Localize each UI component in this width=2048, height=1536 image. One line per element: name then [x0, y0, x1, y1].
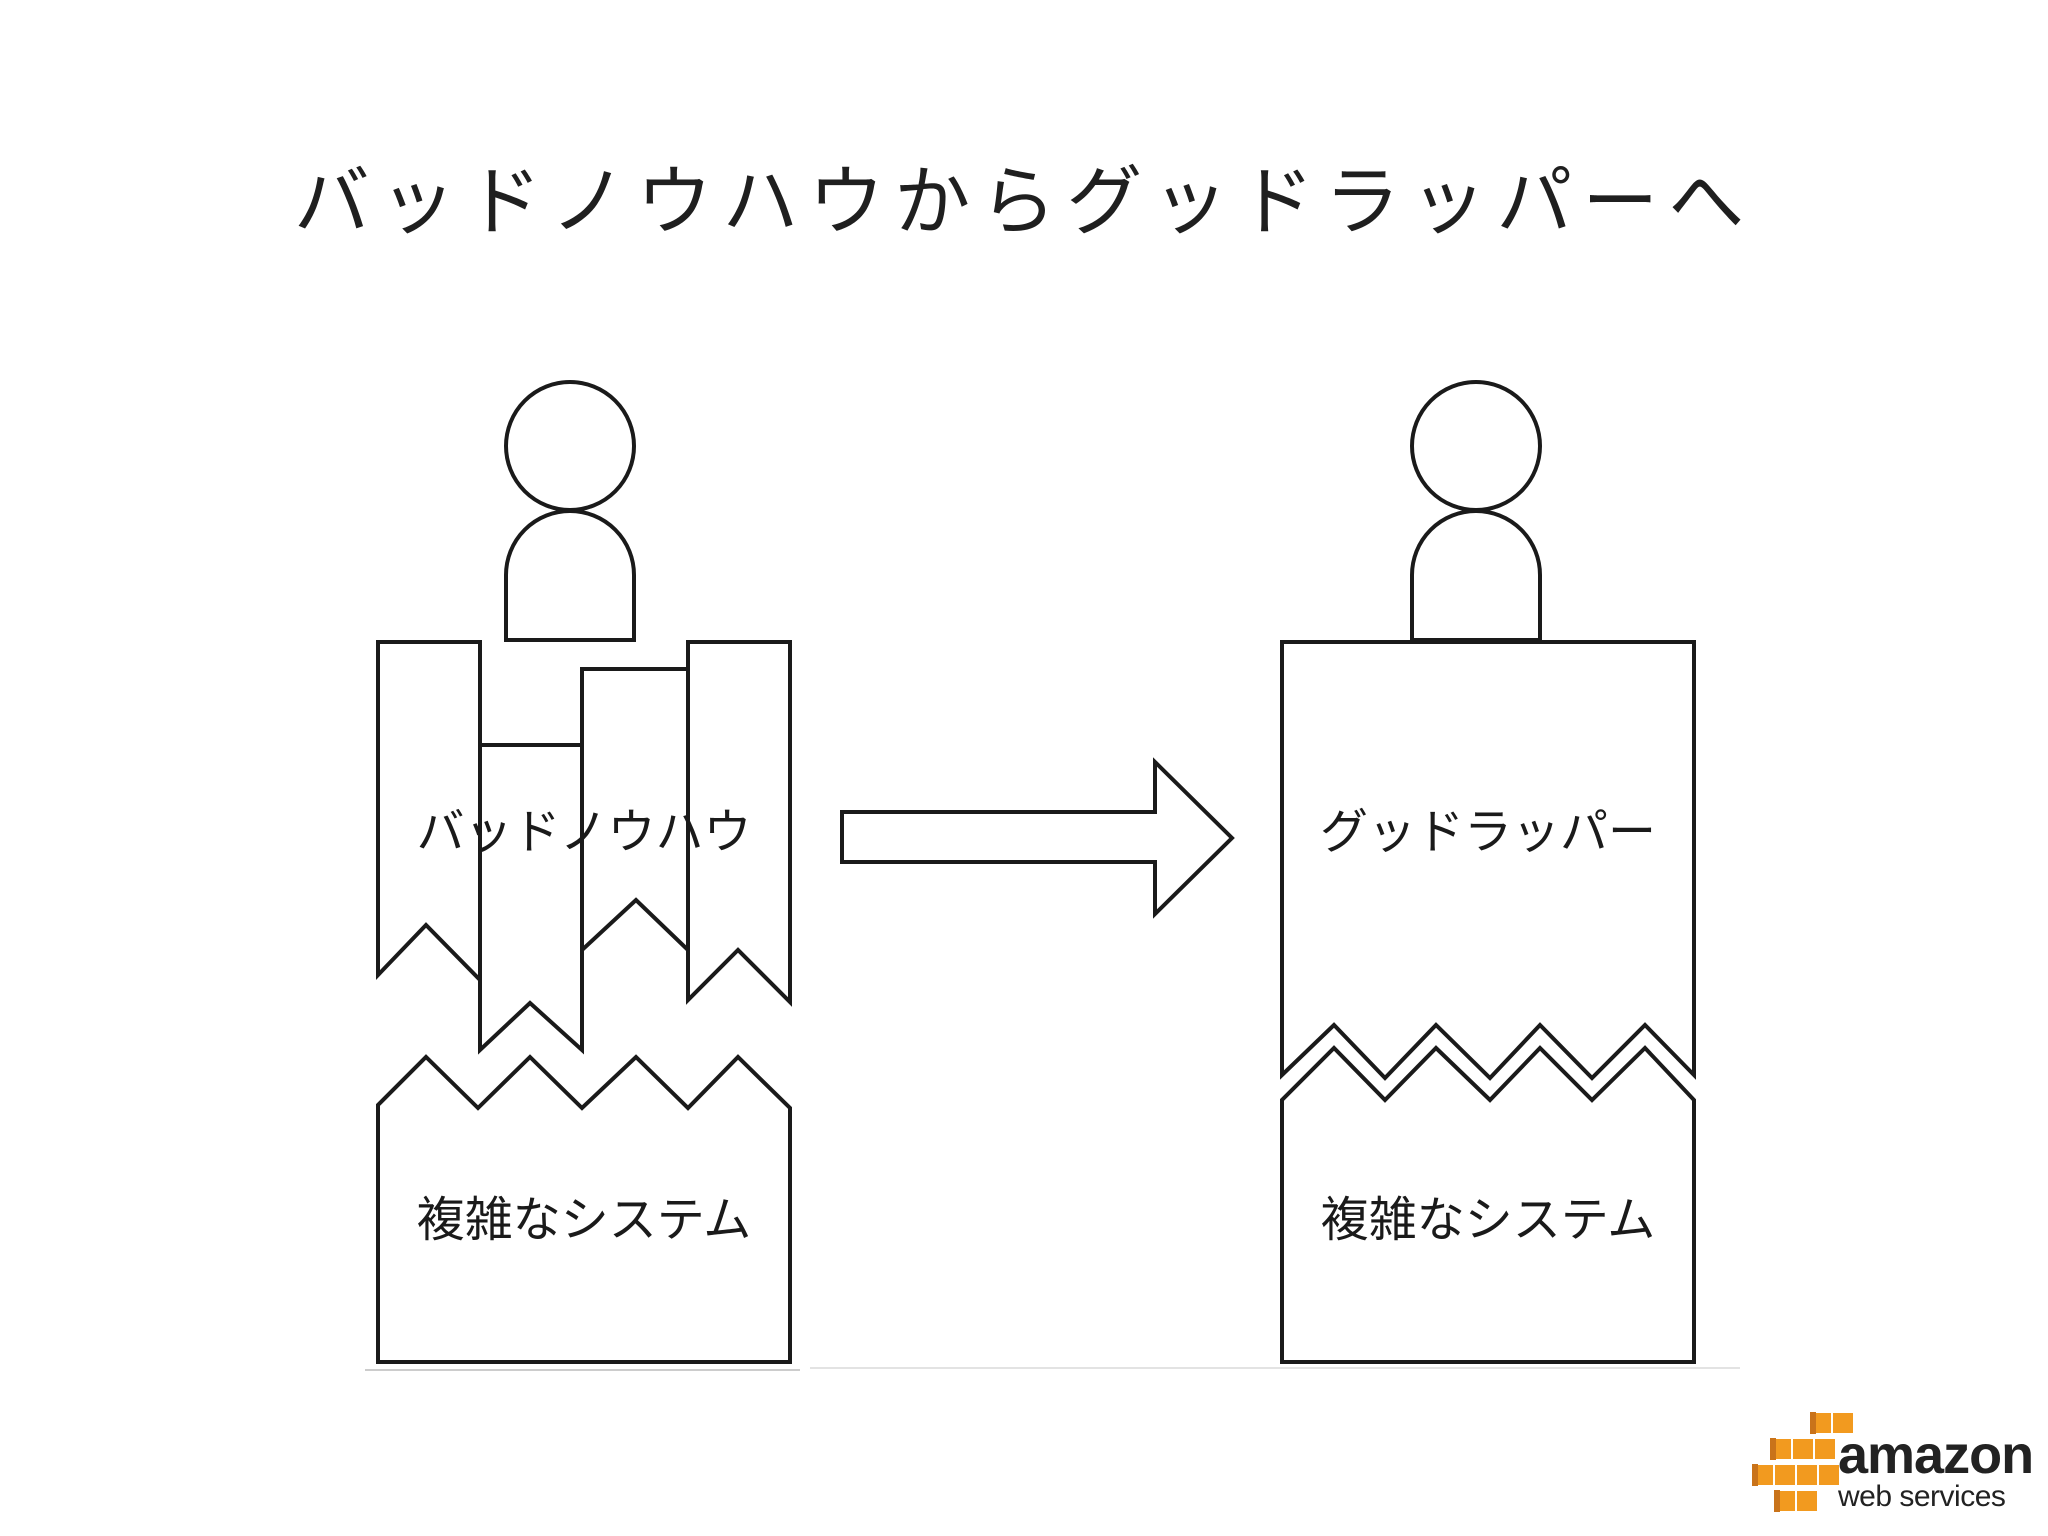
aws-logo-word: amazon: [1838, 1425, 2034, 1485]
left-person-icon: [504, 380, 636, 642]
good-wrapper-label: グッドラッパー: [1320, 804, 1656, 860]
right-good-wrapper-block: グッドラッパー: [1280, 640, 1696, 1081]
left-bad-knowhow-label: バッドノウハウ: [416, 804, 751, 860]
bad-knowhow-label: バッドノウハウ: [416, 804, 751, 860]
left-complex-system-label: 複雑なシステム: [417, 1192, 752, 1248]
left-bad-knowhow-patches: [376, 640, 792, 1055]
slide-title: バッドノウハウからグッドラッパーへ: [293, 157, 1755, 246]
right-complex-system-label: 複雑なシステム: [1321, 1192, 1656, 1248]
aws-logo-subtitle: web services: [1838, 1480, 2006, 1513]
aws-cubes-icon: [1751, 1411, 1855, 1513]
right-person-icon: [1410, 380, 1542, 642]
left-complex-system-block: 複雑なシステム: [376, 1054, 792, 1364]
right-complex-system-block: 複雑なシステム: [1280, 1045, 1696, 1364]
right-arrow-icon: [840, 757, 1235, 919]
